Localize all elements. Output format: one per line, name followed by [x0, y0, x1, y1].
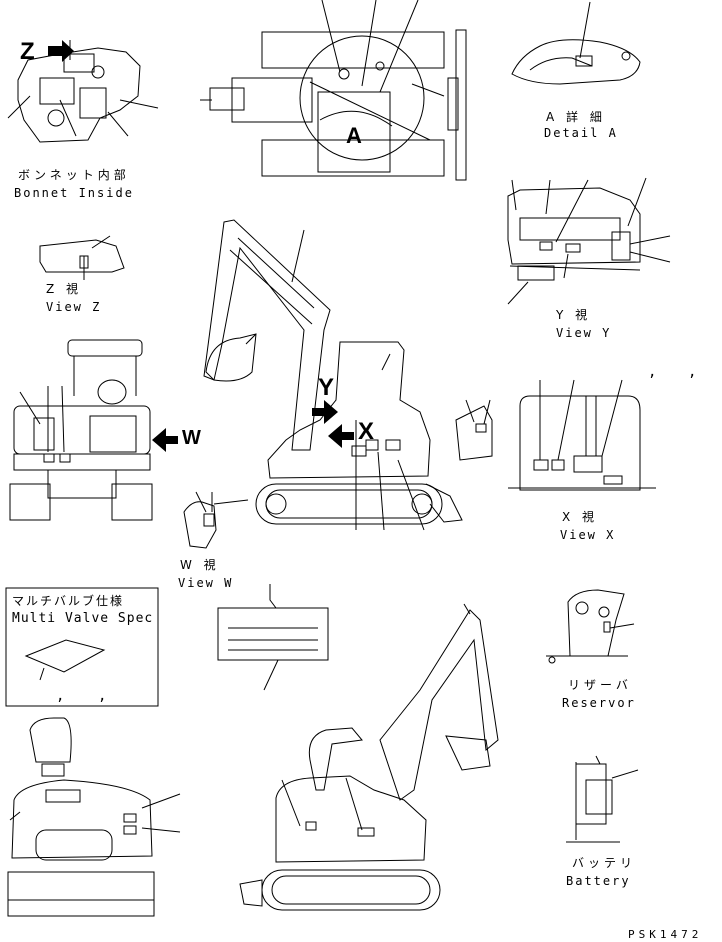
view-w-label-jp: W 視 [180, 558, 220, 572]
arrow-x-icon [328, 424, 354, 448]
battery-label-jp: バッテリ [572, 856, 637, 870]
detail-a-label-en: Detail A [544, 126, 618, 140]
arrow-y-icon [312, 400, 338, 424]
arrow-w-icon [152, 428, 178, 452]
detail-a-drawing [512, 2, 640, 84]
drawing-code: PSK1472 [628, 928, 703, 941]
view-x-label-jp: X 視 [562, 510, 599, 524]
plate-label-drawing [218, 584, 328, 690]
comma-3: , [56, 688, 65, 704]
view-letter-z: Z [20, 38, 35, 65]
arrow-z-icon [48, 40, 74, 62]
view-z-label-jp: Z 視 [46, 282, 83, 296]
view-y-label-en: View Y [556, 326, 612, 340]
multi-valve-label-en: Multi Valve Spec [12, 611, 154, 626]
front-view-lower-drawing [8, 718, 180, 916]
view-w-label-en: View W [178, 576, 234, 590]
detail-a-label-jp: A 詳 細 [546, 110, 606, 124]
view-letter-x: X [358, 418, 375, 445]
top-view-excavator [200, 0, 466, 180]
main-side-view-excavator [204, 220, 462, 530]
reservor-label-jp: リザーバ [568, 678, 632, 692]
cab-label-detail [456, 400, 492, 460]
comma-1: , [648, 364, 657, 380]
battery-drawing [566, 756, 638, 842]
multi-valve-box-drawing [6, 588, 158, 706]
comma-4: , [98, 688, 107, 704]
view-x-label-en: View X [560, 528, 616, 542]
view-letter-w: W [182, 427, 201, 449]
view-y-drawing [508, 178, 670, 304]
view-z-label-en: View Z [46, 300, 102, 314]
view-z-drawing [40, 236, 124, 280]
reservor-drawing [546, 590, 634, 663]
multi-valve-label-jp: マルチバルブ仕様 [12, 594, 125, 608]
view-x-drawing [508, 380, 656, 490]
view-y-label-jp: Y 視 [556, 308, 592, 322]
view-w-drawing [184, 492, 248, 548]
rear-view-drawing [10, 340, 152, 520]
lower-side-view-excavator [240, 604, 498, 910]
view-letter-y: Y [318, 374, 335, 401]
bonnet-inside-label-en: Bonnet Inside [14, 186, 134, 200]
reservor-label-en: Reservor [562, 696, 636, 710]
bonnet-inside-label-jp: ボンネット内部 [18, 168, 130, 182]
view-letter-a: A [346, 123, 362, 148]
comma-2: , [688, 364, 697, 380]
battery-label-en: Battery [566, 874, 631, 888]
